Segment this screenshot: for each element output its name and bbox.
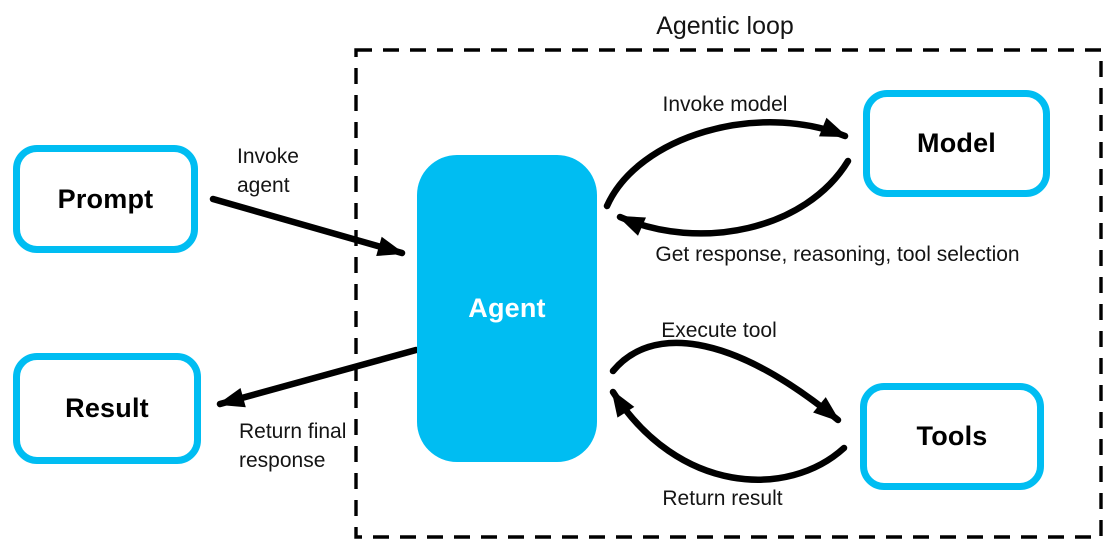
tools-node: Tools: [860, 383, 1044, 490]
execute-tool-arrow: [609, 339, 842, 424]
invoke-agent-arrow: [209, 195, 406, 257]
return-final-response-label: Return final response: [239, 420, 347, 473]
return-result-label: Return result: [662, 487, 783, 510]
invoke-agent-label: Invoke agent: [237, 145, 299, 198]
execute-tool-label: Execute tool: [661, 319, 777, 342]
invoke-model-label: Invoke model: [662, 93, 788, 116]
get-response-arrow: [616, 157, 852, 237]
agent-node: Agent: [417, 155, 597, 462]
return-result-arrow: [609, 388, 848, 483]
result-node: Result: [13, 353, 201, 464]
agentic-loop-title: Agentic loop: [656, 12, 794, 40]
invoke-model-arrow: [603, 117, 849, 210]
agentic-loop-boundary: [354, 48, 1103, 539]
return-final-response-arrow: [216, 346, 420, 408]
model-node: Model: [863, 90, 1050, 197]
get-response-label: Get response, reasoning, tool selection: [655, 243, 1020, 266]
prompt-node: Prompt: [13, 145, 198, 253]
